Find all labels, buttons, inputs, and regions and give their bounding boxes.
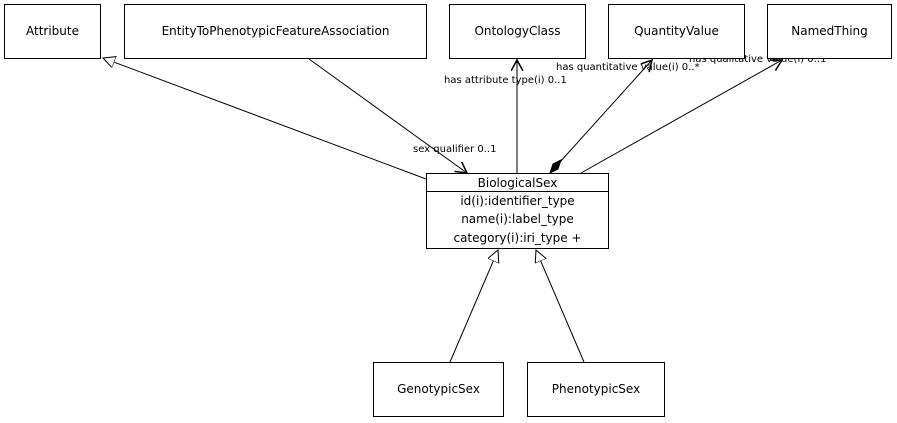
label-sex-qualifier: sex qualifier 0..1 <box>413 144 496 155</box>
class-genotypic-sex: GenotypicSex <box>373 362 504 417</box>
label-has-qualitative-value: has qualitative value(i) 0..1 <box>689 54 826 65</box>
attribute-id: id(i):identifier_type <box>460 194 574 208</box>
class-named-thing: NamedThing <box>767 4 892 59</box>
class-ontology-class-name: OntologyClass <box>474 24 560 38</box>
edge-sex-qualifier <box>308 58 467 173</box>
edge-genotypic-generalization <box>449 250 498 363</box>
label-has-attribute-type: has attribute type(i) 0..1 <box>444 75 567 86</box>
class-attribute-name: Attribute <box>26 24 79 38</box>
class-attribute: Attribute <box>4 4 101 59</box>
class-entity-assoc-name: EntityToPhenotypicFeatureAssociation <box>162 24 390 38</box>
class-genotypic-sex-name: GenotypicSex <box>397 382 480 396</box>
class-ontology-class: OntologyClass <box>449 4 586 59</box>
class-biological-sex: BiologicalSex id(i):identifier_type name… <box>426 173 609 249</box>
class-phenotypic-sex-name: PhenotypicSex <box>552 382 640 396</box>
class-quantity-value-name: QuantityValue <box>634 24 719 38</box>
attribute-category: category(i):iri_type + <box>453 231 581 245</box>
class-quantity-value: QuantityValue <box>608 4 745 59</box>
composition-diamond <box>549 159 562 174</box>
attribute-name: name(i):label_type <box>461 212 574 226</box>
edge-has-qualitative-value <box>580 60 782 174</box>
edge-attribute-generalization <box>103 58 427 180</box>
edge-has-quantitative-value <box>559 60 652 163</box>
class-phenotypic-sex: PhenotypicSex <box>527 362 665 417</box>
class-named-thing-name: NamedThing <box>791 24 868 38</box>
class-entity-to-phenotypic-feature-association: EntityToPhenotypicFeatureAssociation <box>124 4 427 59</box>
label-has-quantitative-value: has quantitative value(i) 0..* <box>556 62 700 73</box>
class-biological-sex-name: BiologicalSex <box>478 176 558 190</box>
edge-phenotypic-generalization <box>536 250 585 363</box>
